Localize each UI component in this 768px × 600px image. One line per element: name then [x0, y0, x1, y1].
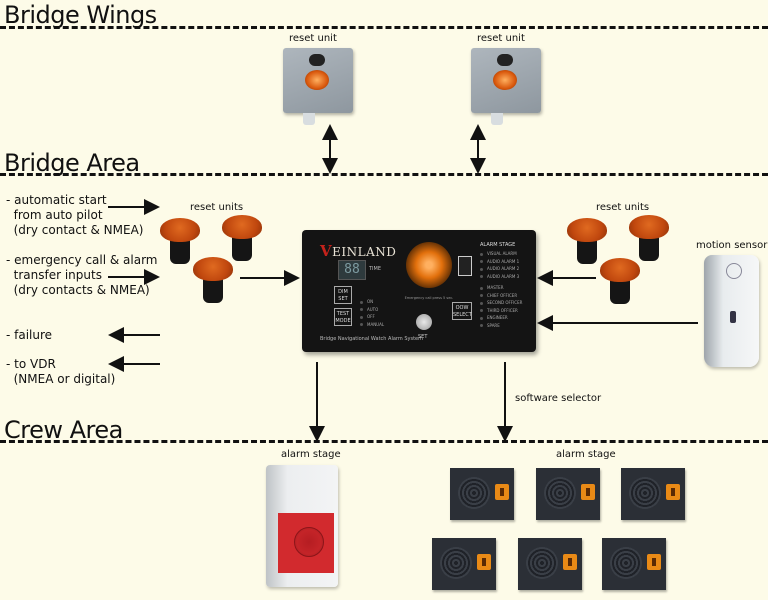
cabin-alarm-panel — [602, 538, 666, 590]
reset-unit-box-right — [471, 48, 541, 125]
reset-button-icon — [193, 257, 233, 305]
acknowledge-button-icon — [581, 484, 595, 500]
speaker-icon — [458, 477, 490, 509]
alarm-stage-label: alarm stage — [556, 449, 616, 460]
reset-button-icon — [222, 215, 262, 263]
section-divider — [0, 440, 768, 443]
reset-units-label: reset units — [190, 202, 244, 213]
speaker-icon — [526, 547, 558, 579]
panel-footer-label: Bridge Navigational Watch Alarm System — [320, 336, 424, 342]
cabin-alarm-panel — [450, 468, 514, 520]
set-label: SET — [418, 334, 428, 340]
output-failure-text: - failure — [6, 328, 53, 342]
acknowledge-button-icon — [495, 484, 509, 500]
alarm-stage-label: alarm stage — [281, 449, 341, 460]
person-icon — [726, 263, 742, 279]
test-mode-button[interactable]: TEST MODE — [334, 308, 352, 326]
cable-gland — [303, 113, 315, 125]
speaker-icon — [440, 547, 472, 579]
speaker-icon — [544, 477, 576, 509]
section-divider — [0, 173, 768, 176]
bnwas-control-panel: VEINLAND 88 TIME DIM SET TEST MODE ON AU… — [302, 230, 536, 352]
key-switch-icon — [497, 54, 513, 66]
cabin-alarm-panel — [536, 468, 600, 520]
dim-set-button[interactable]: DIM SET — [334, 286, 352, 304]
sensor-slot — [730, 311, 736, 323]
time-display: 88 — [338, 260, 366, 280]
reset-unit-label: reset unit — [477, 33, 525, 44]
alarm-stage-title: ALARM STAGE — [480, 242, 516, 248]
reset-button-icon — [160, 218, 200, 266]
reset-lamp-icon — [493, 70, 517, 90]
software-selector-label: software selector — [515, 393, 602, 404]
section-divider — [0, 26, 768, 29]
key-switch-icon[interactable] — [416, 314, 432, 330]
speaker-icon — [610, 547, 642, 579]
oow-select-button[interactable]: OOW SELECT — [452, 302, 472, 320]
mode-led-list: ON AUTO OFF MANUAL — [360, 298, 384, 328]
cabin-alarm-panel — [518, 538, 582, 590]
brand-logo: VEINLAND — [320, 242, 397, 260]
alarm-sounder-device — [266, 465, 338, 587]
acknowledge-button-icon — [563, 554, 577, 570]
panel-note: Emergency call press 5 sec. — [404, 296, 454, 300]
motion-sensor-label: motion sensor — [696, 240, 768, 251]
officer-led-list: MASTER CHIEF OFFICER SECOND OFFICER THIR… — [480, 284, 522, 329]
section-title-crew-area: Crew Area — [4, 416, 123, 444]
cabin-alarm-panel — [432, 538, 496, 590]
output-vdr-text: - to VDR (NMEA or digital) — [6, 357, 116, 386]
reset-units-label: reset units — [596, 202, 650, 213]
input-emergency-text: - emergency call & alarm transfer inputs… — [6, 253, 158, 297]
reset-button-icon — [600, 258, 640, 306]
horn-icon — [294, 527, 324, 557]
main-reset-lamp-icon[interactable] — [406, 242, 452, 288]
cable-gland — [491, 113, 503, 125]
time-label: TIME — [369, 266, 382, 272]
cabin-alarm-panel — [621, 468, 685, 520]
reset-unit-box-left — [283, 48, 353, 125]
acknowledge-button-icon — [477, 554, 491, 570]
light-sensor-icon — [458, 256, 472, 276]
input-autopilot-text: - automatic start from auto pilot (dry c… — [6, 193, 144, 237]
section-title-bridge-area: Bridge Area — [4, 149, 140, 177]
alarm-stage-led-list: VISUAL ALARM AUDIO ALARM 1 AUDIO ALARM 2… — [480, 250, 519, 280]
section-title-bridge-wings: Bridge Wings — [4, 1, 157, 29]
key-switch-icon — [309, 54, 325, 66]
motion-sensor-device — [704, 255, 759, 367]
reset-unit-label: reset unit — [289, 33, 337, 44]
reset-button-icon — [629, 215, 669, 263]
speaker-icon — [629, 477, 661, 509]
reset-button-icon — [567, 218, 607, 266]
acknowledge-button-icon — [666, 484, 680, 500]
reset-lamp-icon — [305, 70, 329, 90]
acknowledge-button-icon — [647, 554, 661, 570]
